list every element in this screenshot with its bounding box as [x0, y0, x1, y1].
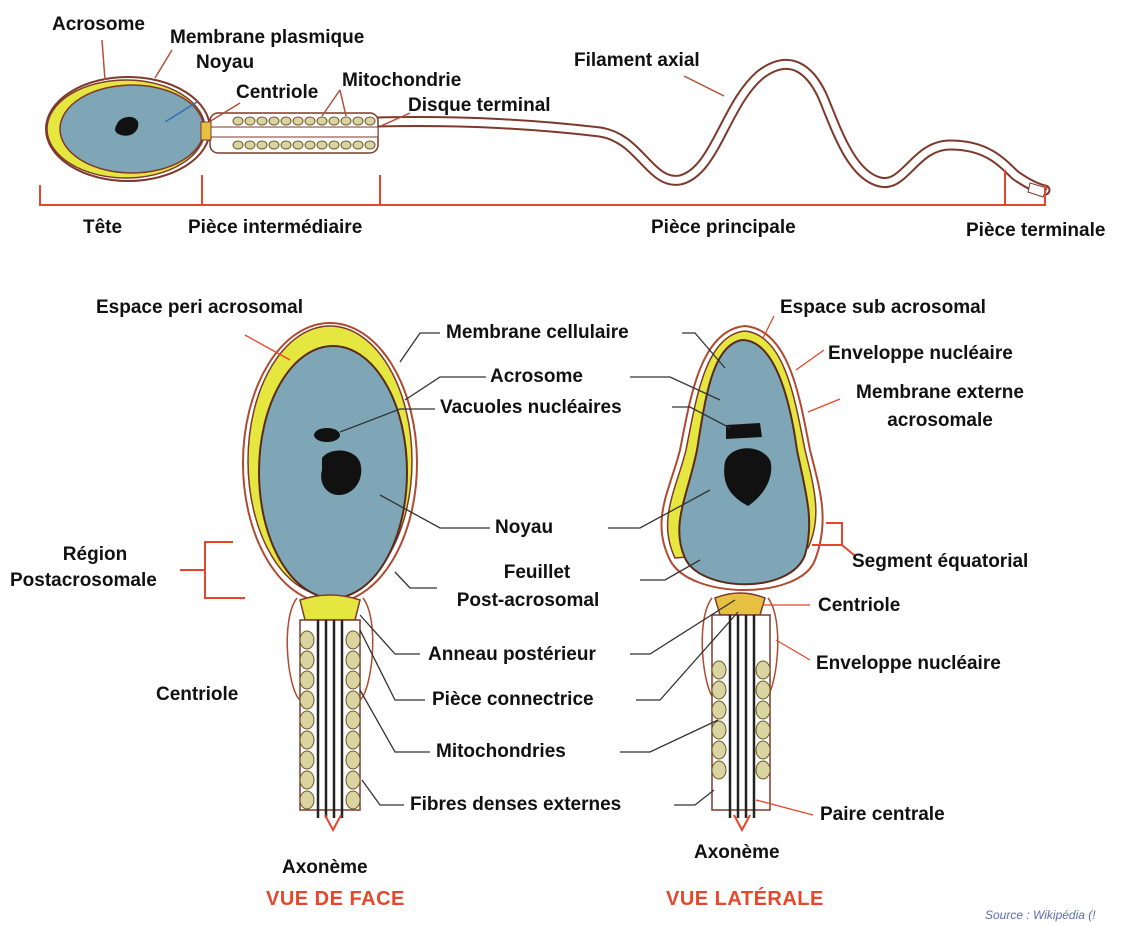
- label-acrosome-top: Acrosome: [52, 14, 145, 36]
- label-espace-peri-acrosomal: Espace peri acrosomal: [96, 297, 303, 319]
- label-membrane-plasmique: Membrane plasmique: [170, 27, 364, 49]
- label-centriole-top: Centriole: [236, 82, 318, 104]
- lateral-vacuole-small: [726, 423, 762, 439]
- label-mitochondrie: Mitochondrie: [342, 70, 461, 92]
- label-enveloppe-nucleaire-bottom: Enveloppe nucléaire: [816, 653, 1001, 675]
- lateral-view-illustration: [661, 326, 822, 830]
- label-post-acrosomal: Post-acrosomal: [440, 590, 616, 612]
- label-espace-sub-acrosomal: Espace sub acrosomal: [780, 297, 986, 319]
- label-centriole-left: Centriole: [156, 684, 238, 706]
- front-vacuole-small: [314, 428, 340, 442]
- label-acrosomale: acrosomale: [845, 410, 1035, 432]
- label-fibres-denses-externes: Fibres denses externes: [410, 794, 621, 816]
- label-piece-connectrice: Pièce connectrice: [432, 689, 594, 711]
- lateral-neck: [715, 593, 765, 615]
- label-vacuoles-nucleaires: Vacuoles nucléaires: [440, 397, 622, 419]
- label-vue-laterale: VUE LATÉRALE: [666, 888, 824, 910]
- top-sperm-illustration: [40, 40, 1047, 205]
- label-piece-principale: Pièce principale: [651, 217, 796, 239]
- label-centriole-right: Centriole: [818, 595, 900, 617]
- label-membrane-externe: Membrane externe: [845, 382, 1035, 404]
- label-disque-terminal: Disque terminal: [408, 95, 551, 117]
- label-tete: Tête: [83, 217, 122, 239]
- label-postacrosomale: Postacrosomale: [10, 570, 157, 592]
- neck-centriole: [201, 122, 211, 140]
- midpiece-axoneme: [210, 127, 378, 137]
- label-paire-centrale: Paire centrale: [820, 804, 945, 826]
- label-acrosome-bottom: Acrosome: [490, 366, 583, 388]
- front-neck: [300, 595, 360, 620]
- label-source: Source : Wikipédia (!: [985, 904, 1096, 926]
- label-feuillet: Feuillet: [462, 562, 612, 584]
- flagellum-outline: [375, 64, 1045, 190]
- label-filament-axial: Filament axial: [574, 50, 700, 72]
- label-mitochondries: Mitochondries: [436, 741, 566, 763]
- label-noyau-top: Noyau: [196, 52, 254, 74]
- label-axoneme-right: Axonème: [694, 842, 780, 864]
- label-anneau-posterieur: Anneau postérieur: [428, 644, 596, 666]
- front-view-illustration: [243, 323, 417, 830]
- label-noyau-bottom: Noyau: [495, 517, 553, 539]
- label-membrane-cellulaire: Membrane cellulaire: [446, 322, 629, 344]
- label-region: Région: [40, 544, 150, 566]
- label-piece-terminale: Pièce terminale: [966, 220, 1105, 242]
- label-axoneme-left: Axonème: [282, 857, 368, 879]
- label-vue-de-face: VUE DE FACE: [266, 888, 405, 910]
- lateral-axoneme-arrow: [734, 815, 750, 830]
- label-enveloppe-nucleaire-top: Enveloppe nucléaire: [828, 343, 1013, 365]
- label-segment-equatorial: Segment équatorial: [852, 551, 1028, 573]
- label-piece-intermediaire: Pièce intermédiaire: [188, 217, 362, 239]
